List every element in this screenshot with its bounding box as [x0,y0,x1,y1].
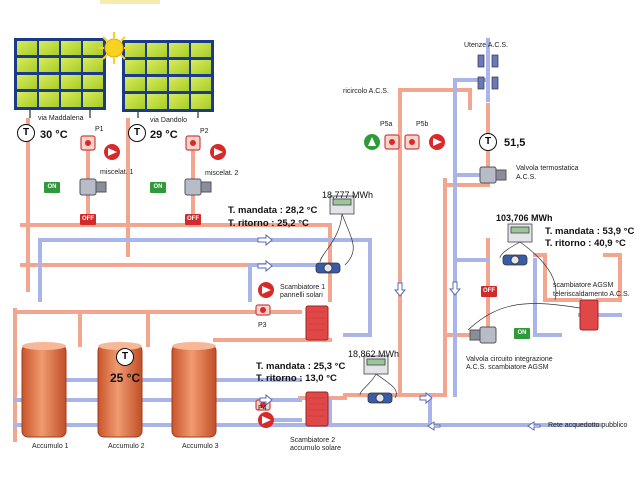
meter-solar-return-temp: T. ritorno : 25,2 °C [228,218,309,229]
flow-meters [315,254,528,404]
acs-temperature: 51,5 [504,137,526,149]
temperature-sensor-icon: T [479,133,497,151]
tank-label-2: Accumulo 2 [108,443,145,450]
heat-exchangers [305,299,599,427]
users-label: Utenze A.C.S. [464,42,508,49]
meter-solar-supply-temp: T. mandata : 28,2 °C [228,205,318,216]
pump-label-p4: P4 [258,405,267,412]
tank-label-1: Accumulo 1 [32,443,69,450]
integration-on-button[interactable]: ON [514,328,530,339]
exchanger1-label-line2: pannelli solari [280,292,323,299]
meter-storage-energy: 18,862 MWh [348,349,400,359]
temperature-sensor-icon: T [17,124,35,142]
flow-arrows [257,233,541,431]
sun-rays-decoration [100,0,160,4]
temperature-sensor-icon: T [128,124,146,142]
meter-storage-supply-temp: T. mandata : 25,3 °C [256,361,346,372]
panel-left-temperature: 30 °C [40,129,68,141]
panel-right-temperature: 29 °C [150,129,178,141]
meter-district-energy: 103,706 MWh [496,213,553,223]
mixer-label-2: miscelat. 2 [205,170,239,177]
public-water-label: Rete acquedotto pubblico [548,422,628,429]
solar-panel-left [14,38,106,118]
thermostatic-valve-label-line1: Valvola termostatica [516,165,579,172]
mixer2-off-button[interactable]: OFF [185,214,201,225]
meter-storage-return-temp: T. ritorno : 13,0 °C [256,373,337,384]
pump-label-p2: P2 [200,128,209,135]
meter-district-return-temp: T. ritorno : 40,9 °C [545,238,626,249]
meter-wires [319,213,581,399]
mixer2-on-button[interactable]: ON [150,182,166,193]
exchanger2-label-line2: accumulo solare [290,445,341,452]
integration-off-button[interactable]: OFF [481,286,497,297]
thermostatic-valve-label-line2: A.C.S. [516,174,537,181]
integration-valve-label-line2: A.C.S. scambiatore AGSM [466,364,549,371]
tank-label-3: Accumulo 3 [182,443,219,450]
storage-temperature: 25 °C [110,371,141,385]
agsm-exchanger-label-line2: teleriscaldamento A.C.S. [553,291,630,298]
storage-tanks [21,342,217,438]
pump-label-p5b: P5b [416,121,429,128]
pump-label-p3: P3 [258,322,267,329]
exchanger2-label-line1: Scambiatore 2 [290,437,336,444]
meter-solar-energy: 18,777 MWh [322,190,374,200]
energy-meter-displays [329,195,533,375]
recirculation-label: ricircolo A.C.S. [343,88,389,95]
integration-valve-label-line1: Valvola circuito integrazione [466,356,553,363]
pump-label-p1: P1 [95,126,104,133]
pump-icons [104,134,445,428]
users-fixtures [477,54,499,90]
site-label-right: via Dandolo [150,117,187,124]
temperature-sensor-icon: T [116,348,134,366]
site-label-left: via Maddalena [38,115,84,122]
meter-district-supply-temp: T. mandata : 53,9 °C [545,226,635,237]
agsm-exchanger-label-line1: scambiatore AGSM [553,282,614,289]
exchanger1-label-line1: Scambiatore 1 [280,284,326,291]
mixer1-off-button[interactable]: OFF [80,214,96,225]
pump-label-p5a: P5a [380,121,393,128]
mixing-valves [79,166,507,344]
mixer1-on-button[interactable]: ON [44,182,60,193]
solar-panel-right [122,40,214,118]
mixer-label-1: miscelat. 1 [100,169,134,176]
sun-icon [98,32,130,64]
